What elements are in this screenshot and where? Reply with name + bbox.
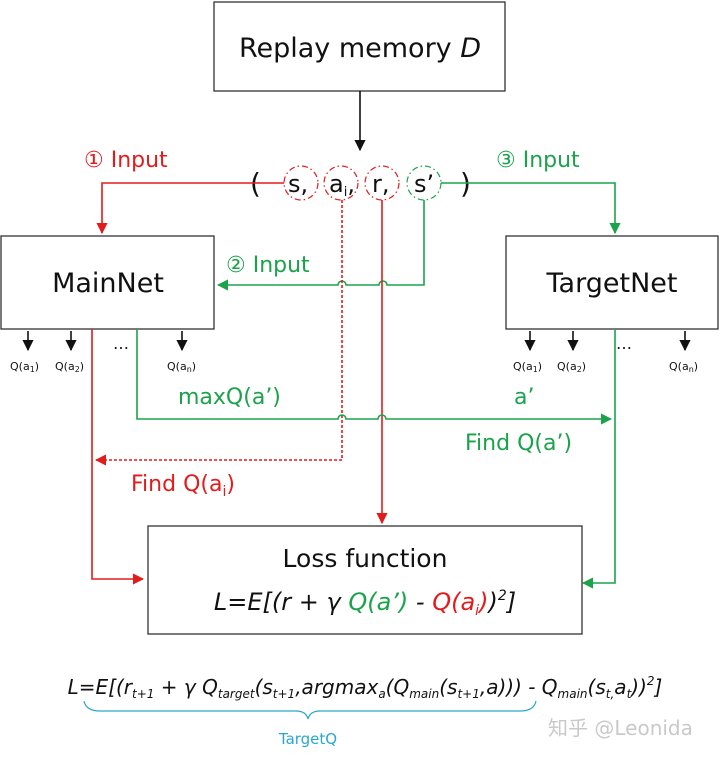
main-net-node: MainNet	[0, 235, 215, 330]
main-q1-label: Q(a1)	[10, 360, 39, 374]
tuple-s: s,	[288, 170, 308, 198]
main-qn-label: Q(an)	[167, 360, 196, 374]
tuple-a: ai,	[329, 170, 355, 200]
main-q2-label: Q(a2)	[55, 360, 84, 374]
loss-function-node: Loss function L=E[(r + γ Q(a’) - Q(ai))2…	[147, 525, 583, 635]
tuple-r-circle	[364, 165, 400, 201]
target-net-outputs: … Q(a1) Q(a2) Q(an)	[513, 331, 698, 374]
main-net-outputs: … Q(a1) Q(a2) Q(an)	[10, 331, 196, 374]
target-q1-label: Q(a1)	[513, 360, 542, 374]
main-q-ai-to-loss-edge	[91, 329, 145, 585]
main-net-label: MainNet	[52, 268, 164, 299]
loss-function-label: Loss function	[283, 544, 448, 573]
find-q-ai-edge	[94, 200, 343, 466]
watermark: 知乎 @Leonida	[548, 716, 693, 740]
tuple-a-circle	[323, 165, 359, 201]
find-q-a-prime-label: Find Q(a’)	[465, 431, 572, 456]
input3-label: ③ Input	[496, 148, 580, 173]
maxq-label: maxQ(a’)	[178, 385, 281, 410]
tuple-s-circle	[283, 165, 319, 201]
target-net-label: TargetNet	[546, 268, 678, 299]
target-net-node: TargetNet	[505, 235, 719, 330]
input1-edge	[96, 182, 284, 235]
a-prime-label: a’	[514, 385, 534, 410]
find-q-ai-label: Find Q(ai)	[131, 472, 235, 500]
replay-memory-node: Replay memory D	[213, 1, 506, 92]
target-q-to-loss-edge	[581, 329, 616, 589]
replay-memory-label: Replay memory D	[239, 33, 481, 64]
input1-label: ① Input	[84, 148, 168, 173]
input2-label: ② Input	[226, 253, 310, 278]
tuple-r: r,	[372, 170, 390, 198]
main-ellipsis: …	[113, 334, 129, 353]
target-qn-label: Q(an)	[669, 360, 698, 374]
input2-edge	[216, 200, 425, 291]
maxq-a-prime-edge	[136, 329, 613, 425]
target-q2-label: Q(a2)	[557, 360, 586, 374]
ddqn-full-formula: L=E[(rt+1 + γ Qtarget(st+1,argmaxa(Qmain…	[68, 674, 663, 701]
loss-formula: L=E[(r + γ Q(a’) - Q(ai))2]	[214, 588, 516, 619]
tuple-s-prime: s’	[414, 170, 434, 198]
target-q-brace	[83, 700, 537, 720]
target-q-label: TargetQ	[278, 730, 337, 748]
input3-edge	[441, 182, 621, 235]
target-ellipsis: …	[616, 334, 632, 353]
